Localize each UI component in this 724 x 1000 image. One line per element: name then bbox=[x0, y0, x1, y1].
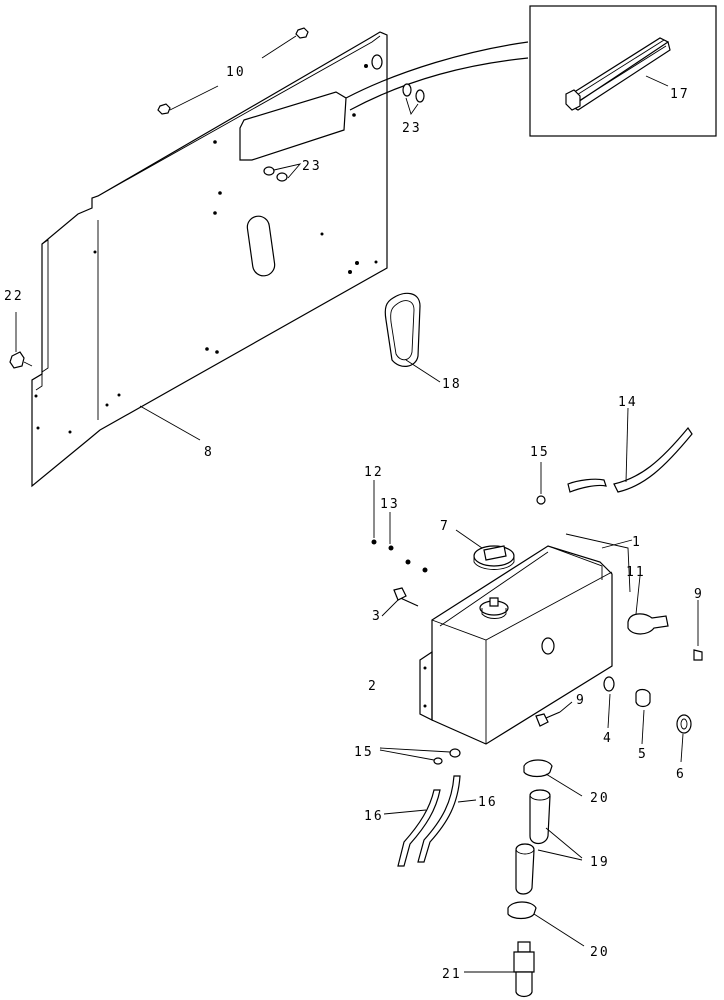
small-parts-right bbox=[535, 575, 703, 763]
callout-16-left: 16 bbox=[364, 809, 384, 824]
callout-10: 10 bbox=[226, 65, 246, 80]
callout-1: 1 bbox=[632, 535, 642, 550]
lower-parts bbox=[379, 747, 585, 998]
callout-21: 21 bbox=[442, 967, 462, 982]
callout-7: 7 bbox=[440, 519, 450, 534]
callout-22: 22 bbox=[4, 289, 24, 304]
callout-18: 18 bbox=[442, 377, 462, 392]
callout-3: 3 bbox=[372, 609, 382, 624]
panel-hardware bbox=[9, 27, 425, 441]
callout-13: 13 bbox=[380, 497, 400, 512]
callout-8: 8 bbox=[204, 445, 214, 460]
callout-23-upper: 23 bbox=[402, 121, 422, 136]
small-parts-left bbox=[371, 480, 428, 617]
callout-20-upper: 20 bbox=[590, 791, 610, 806]
callout-23-panel: 23 bbox=[302, 159, 322, 174]
callout-5: 5 bbox=[638, 747, 648, 762]
callout-12: 12 bbox=[364, 465, 384, 480]
callout-2: 2 bbox=[368, 679, 378, 694]
callout-labels: 10 17 23 23 22 18 8 14 15 12 13 7 1 11 9… bbox=[4, 65, 704, 982]
seal-ring bbox=[384, 292, 441, 383]
callout-11: 11 bbox=[626, 565, 646, 580]
callout-14: 14 bbox=[618, 395, 638, 410]
callout-4: 4 bbox=[603, 731, 613, 746]
side-panel bbox=[31, 31, 388, 488]
callout-16-right: 16 bbox=[478, 795, 498, 810]
hose-14 bbox=[536, 407, 693, 505]
trim-inset bbox=[345, 5, 717, 137]
callout-15-upper: 15 bbox=[530, 445, 550, 460]
callout-17: 17 bbox=[670, 87, 690, 102]
callout-9-lower: 9 bbox=[576, 693, 586, 708]
callout-20-lower: 20 bbox=[590, 945, 610, 960]
callout-9-right: 9 bbox=[694, 587, 704, 602]
callout-6: 6 bbox=[676, 767, 686, 782]
fuel-tank bbox=[419, 529, 633, 745]
callout-15-lower: 15 bbox=[354, 745, 374, 760]
callout-19: 19 bbox=[590, 855, 610, 870]
